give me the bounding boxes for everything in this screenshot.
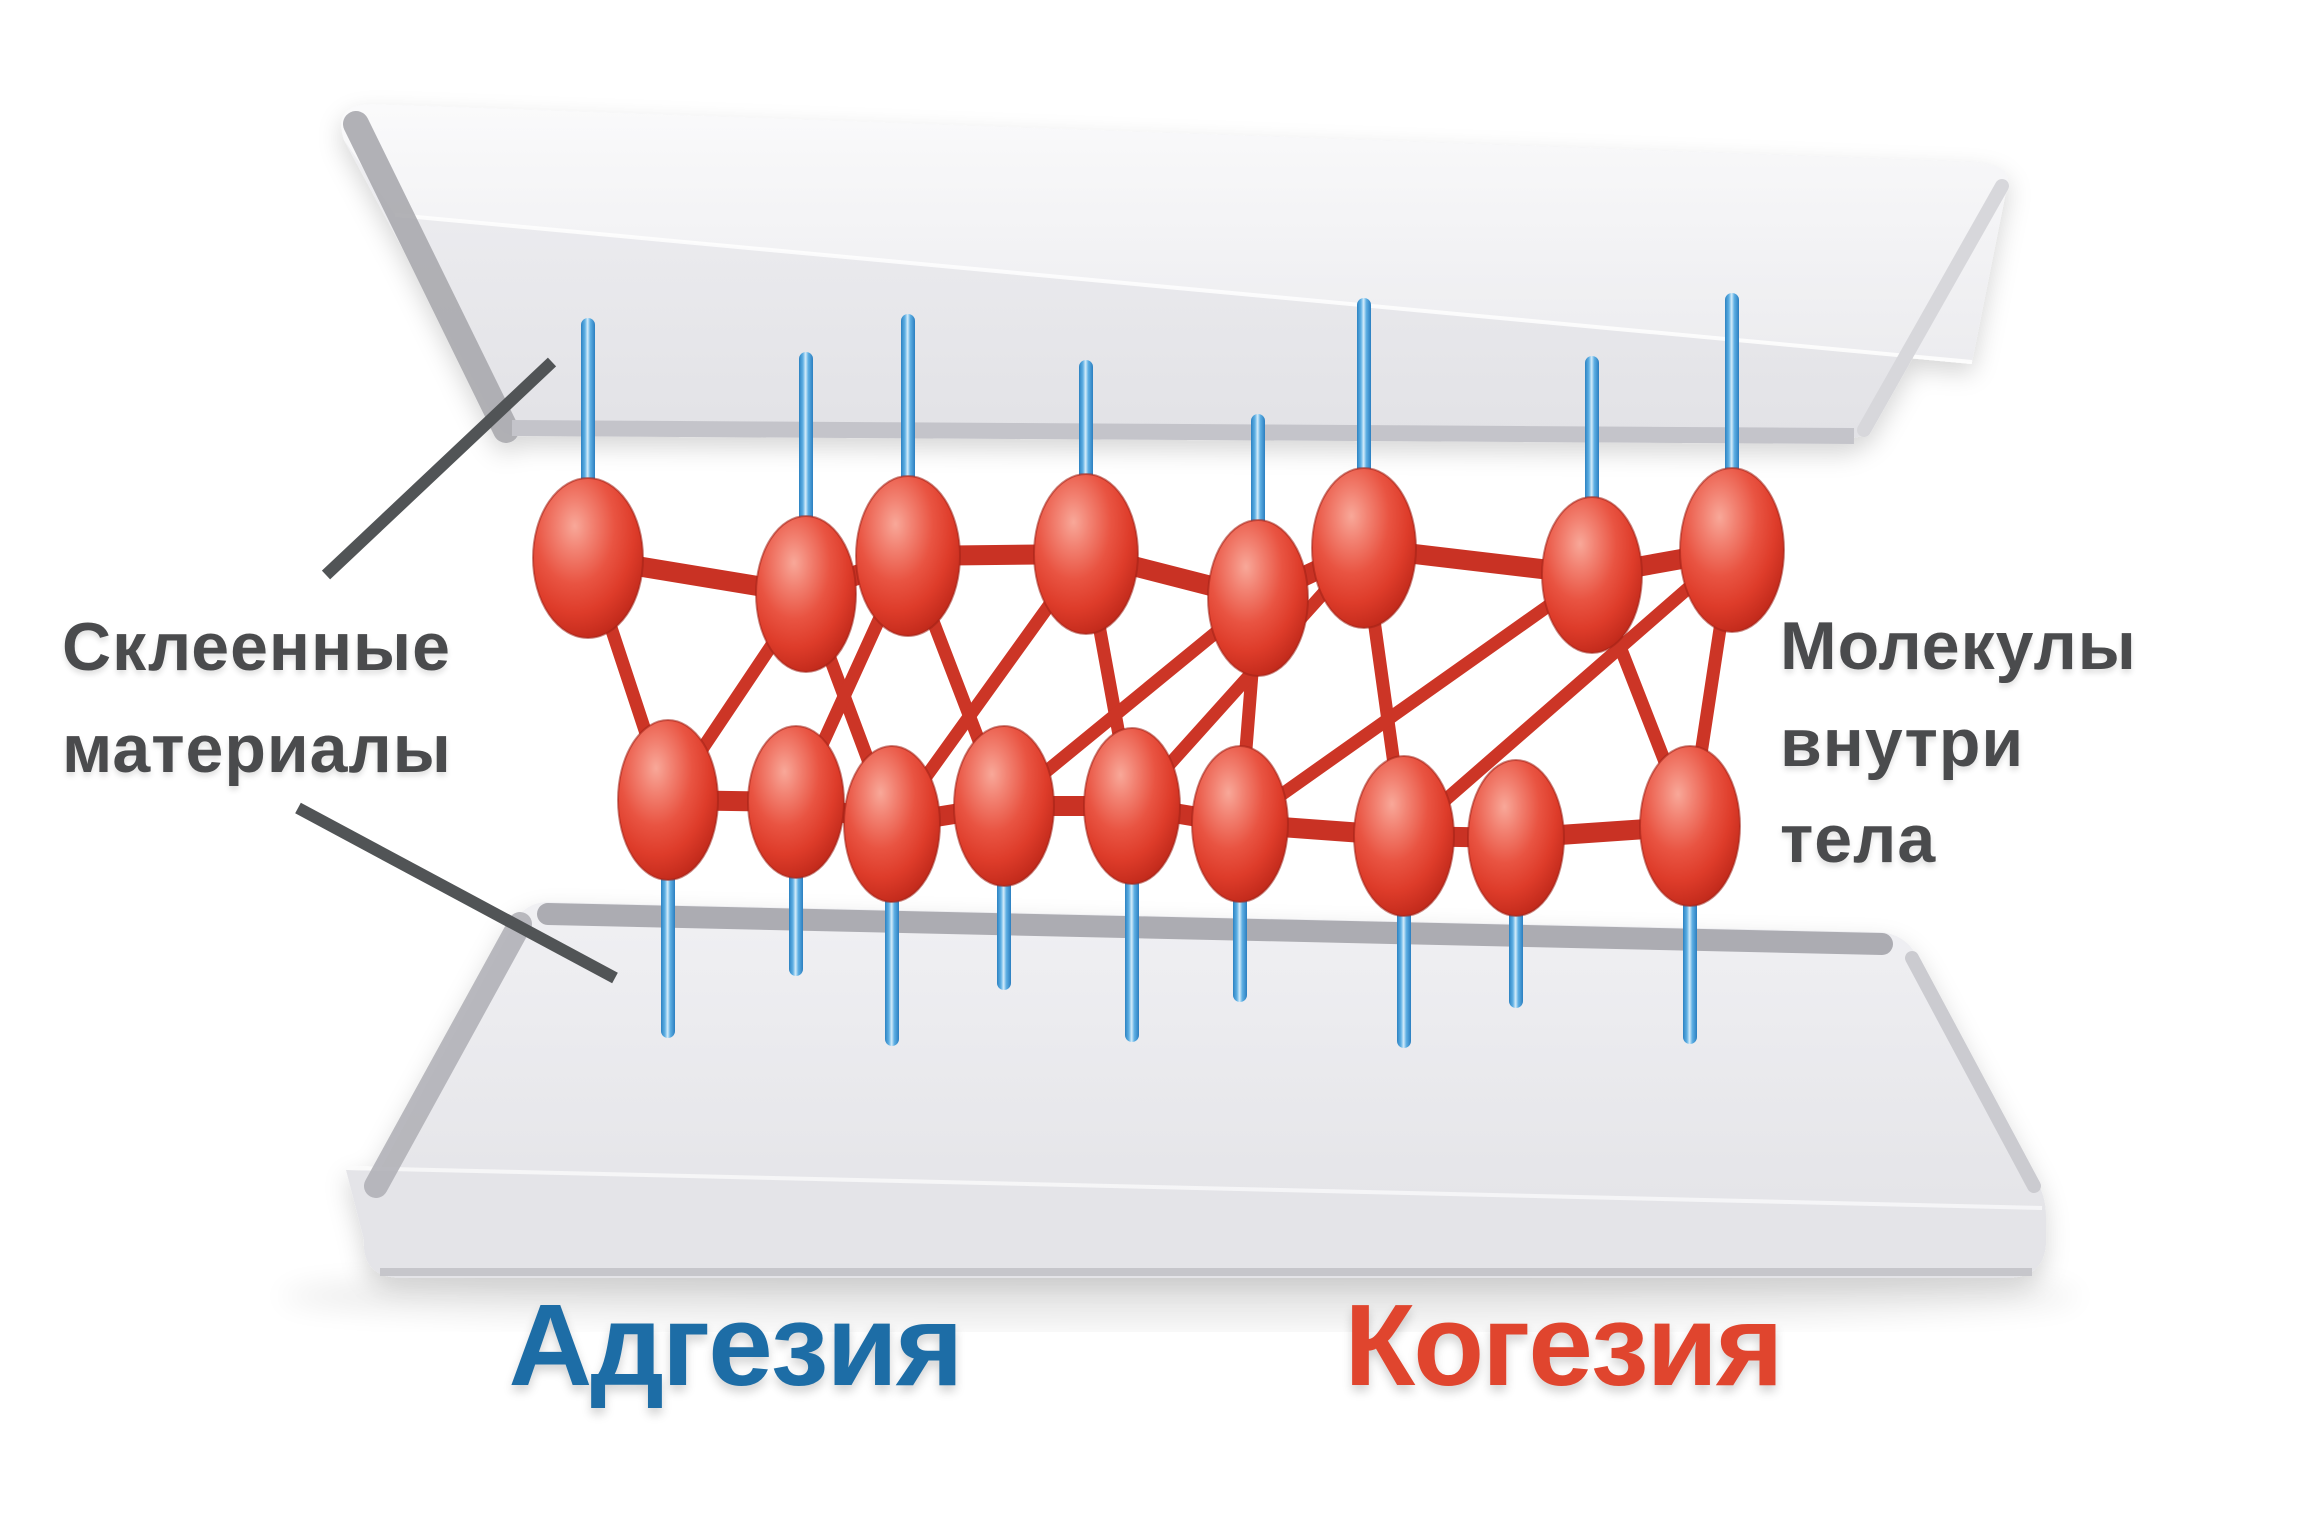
label-glued-materials: Склеенные материалы [62, 596, 452, 800]
leader-line-glued-bottom [295, 802, 618, 984]
molecule [855, 475, 961, 637]
leader-line-glued-top [321, 357, 557, 580]
label-molecules-line2: внутри [1780, 704, 2025, 781]
label-glued-materials-line1: Склеенные [62, 609, 451, 685]
bottom-plate-top-rim [537, 903, 1893, 955]
ground-shadow [280, 1266, 2080, 1326]
molecule [755, 515, 857, 673]
label-molecules-line3: тела [1780, 801, 1937, 878]
top-plate-left-facet [343, 111, 519, 443]
molecule [1207, 519, 1309, 677]
cohesion-bond-diagonal [1397, 543, 1739, 843]
top-plate [341, 104, 2009, 444]
molecule [747, 725, 845, 879]
molecule [843, 745, 941, 903]
bottom-plate-left-facet [364, 912, 532, 1198]
bottom-plate-face-divider [347, 1166, 2043, 1210]
molecule-network [532, 293, 1785, 1048]
molecule [1639, 745, 1741, 907]
molecule [1083, 727, 1181, 885]
molecule [953, 725, 1055, 887]
label-molecules-line1: Молекулы [1780, 608, 2137, 684]
molecule [1311, 467, 1417, 629]
molecule [1541, 496, 1643, 654]
label-glued-materials-line2: материалы [62, 711, 452, 787]
top-plate-top-face [341, 104, 2009, 362]
molecule [1353, 755, 1455, 917]
bottom-plate [346, 902, 2046, 1278]
label-molecules-in-body: Молекулы внутри тела [1780, 598, 2137, 888]
molecule [1467, 759, 1565, 917]
bottom-plate-right-facet [1905, 951, 2041, 1193]
label-adhesion: Адгезия [508, 1280, 964, 1410]
top-plate-right-facet [1857, 179, 2009, 437]
label-cohesion: Когезия [1344, 1280, 1783, 1410]
molecule [1033, 473, 1139, 635]
molecule [1679, 467, 1785, 633]
top-plate-edge-highlight [394, 213, 1973, 364]
molecule [1191, 745, 1289, 903]
molecule [617, 719, 719, 881]
cohesion-bond-diagonal [1233, 568, 1599, 831]
molecule [532, 477, 644, 639]
top-plate-bottom-rim [511, 420, 1855, 444]
bottom-plate-front-face [346, 1170, 2046, 1278]
